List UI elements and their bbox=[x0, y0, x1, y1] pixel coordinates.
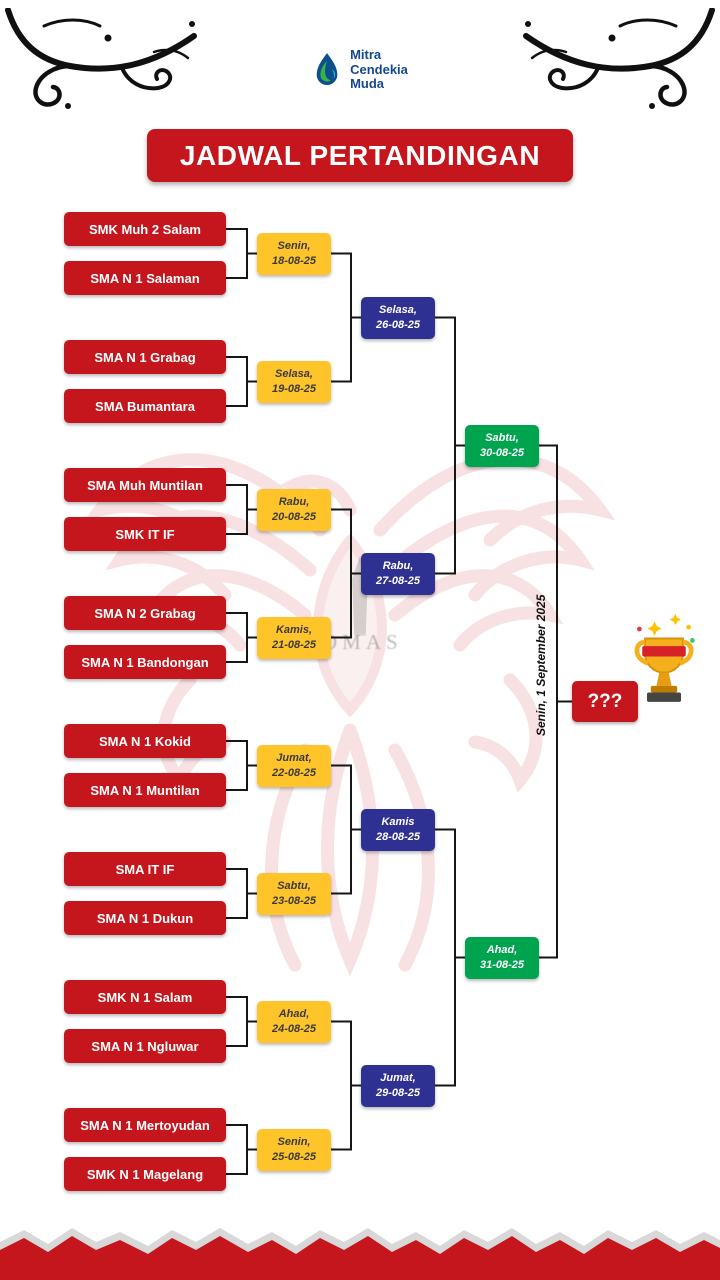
team-box: SMA N 1 Mertoyudan bbox=[64, 1108, 226, 1142]
match-date: 31-08-25 bbox=[479, 958, 525, 971]
round1-date-box: Rabu, 20-08-25 bbox=[257, 488, 331, 531]
match-day: Rabu, bbox=[278, 496, 310, 509]
match-day: Jumat, bbox=[276, 752, 312, 765]
team-box: SMA Bumantara bbox=[64, 389, 226, 423]
round2-date-box: Selasa, 26-08-25 bbox=[361, 296, 435, 339]
trophy-icon bbox=[634, 613, 695, 702]
team-box: SMA N 1 Salaman bbox=[64, 261, 226, 295]
team-box: SMK IT IF bbox=[64, 517, 226, 551]
team-box: SMA N 1 Muntilan bbox=[64, 773, 226, 807]
team-box: SMA N 1 Bandongan bbox=[64, 645, 226, 679]
team-box: SMK N 1 Salam bbox=[64, 980, 226, 1014]
final-date-vertical-label: Senin, 1 September 2025 bbox=[534, 594, 548, 736]
round1-date-box: Sabtu, 23-08-25 bbox=[257, 872, 331, 915]
title-banner: JADWAL PERTANDINGAN bbox=[147, 129, 573, 182]
team-box: SMK Muh 2 Salam bbox=[64, 212, 226, 246]
match-day: Sabtu, bbox=[485, 432, 519, 445]
match-day: Kamis bbox=[381, 816, 415, 829]
match-day: Selasa, bbox=[275, 368, 313, 381]
logo-text-line: Mitra bbox=[350, 47, 382, 62]
match-day: Ahad, bbox=[486, 944, 518, 957]
round2-date-box: Kamis 28-08-25 bbox=[361, 808, 435, 851]
logo-text-line: Muda bbox=[350, 76, 385, 92]
team-box: SMA Muh Muntilan bbox=[64, 468, 226, 502]
match-date: 19-08-25 bbox=[271, 382, 317, 395]
match-date: 21-08-25 bbox=[271, 638, 317, 651]
corner-flourish-left-icon bbox=[5, 8, 197, 109]
match-day: Selasa, bbox=[379, 304, 417, 317]
team-box: SMA N 1 Grabag bbox=[64, 340, 226, 374]
logo: Mitra Cendekia Muda bbox=[0, 47, 720, 92]
corner-flourish-right-icon bbox=[523, 8, 715, 109]
match-date: 20-08-25 bbox=[271, 510, 317, 523]
team-box: SMA IT IF bbox=[64, 852, 226, 886]
winner-placeholder-box: ??? bbox=[572, 681, 638, 722]
match-date: 22-08-25 bbox=[271, 766, 317, 779]
match-date: 28-08-25 bbox=[375, 830, 421, 843]
semifinal-date-box: Sabtu, 30-08-25 bbox=[465, 424, 539, 467]
match-day: Jumat, bbox=[380, 1072, 416, 1085]
watermark-text: OMAS bbox=[322, 630, 403, 654]
logo-text-line: Cendekia bbox=[350, 61, 408, 77]
match-day: Senin, bbox=[277, 240, 311, 253]
round1-date-box: Senin, 18-08-25 bbox=[257, 232, 331, 275]
match-date: 26-08-25 bbox=[375, 318, 421, 331]
match-date: 27-08-25 bbox=[375, 574, 421, 587]
round1-date-box: Selasa, 19-08-25 bbox=[257, 360, 331, 403]
page-title: JADWAL PERTANDINGAN bbox=[179, 139, 541, 171]
round1-date-box: Ahad, 24-08-25 bbox=[257, 1000, 331, 1043]
team-box: SMA N 1 Ngluwar bbox=[64, 1029, 226, 1063]
torn-paper-edge bbox=[0, 1228, 720, 1280]
match-day: Senin, bbox=[277, 1136, 311, 1149]
match-date: 30-08-25 bbox=[479, 446, 525, 459]
round1-date-box: Kamis, 21-08-25 bbox=[257, 616, 331, 659]
match-date: 29-08-25 bbox=[375, 1086, 421, 1099]
logo-drop-icon bbox=[316, 52, 338, 85]
round2-date-box: Jumat, 29-08-25 bbox=[361, 1064, 435, 1107]
logo-wordmark: Mitra Cendekia Muda bbox=[350, 47, 408, 92]
match-date: 18-08-25 bbox=[271, 254, 317, 267]
match-date: 23-08-25 bbox=[271, 894, 317, 907]
round1-date-box: Jumat, 22-08-25 bbox=[257, 744, 331, 787]
match-day: Ahad, bbox=[278, 1008, 310, 1021]
round1-date-box: Senin, 25-08-25 bbox=[257, 1128, 331, 1171]
match-day: Sabtu, bbox=[277, 880, 311, 893]
match-date: 24-08-25 bbox=[271, 1022, 317, 1035]
team-box: SMA N 1 Kokid bbox=[64, 724, 226, 758]
match-date: 25-08-25 bbox=[271, 1150, 317, 1163]
team-box: SMK N 1 Magelang bbox=[64, 1157, 226, 1191]
match-day: Kamis, bbox=[275, 624, 313, 637]
round2-date-box: Rabu, 27-08-25 bbox=[361, 552, 435, 595]
semifinal-date-box: Ahad, 31-08-25 bbox=[465, 936, 539, 979]
team-box: SMA N 2 Grabag bbox=[64, 596, 226, 630]
match-day: Rabu, bbox=[382, 560, 414, 573]
team-box: SMA N 1 Dukun bbox=[64, 901, 226, 935]
